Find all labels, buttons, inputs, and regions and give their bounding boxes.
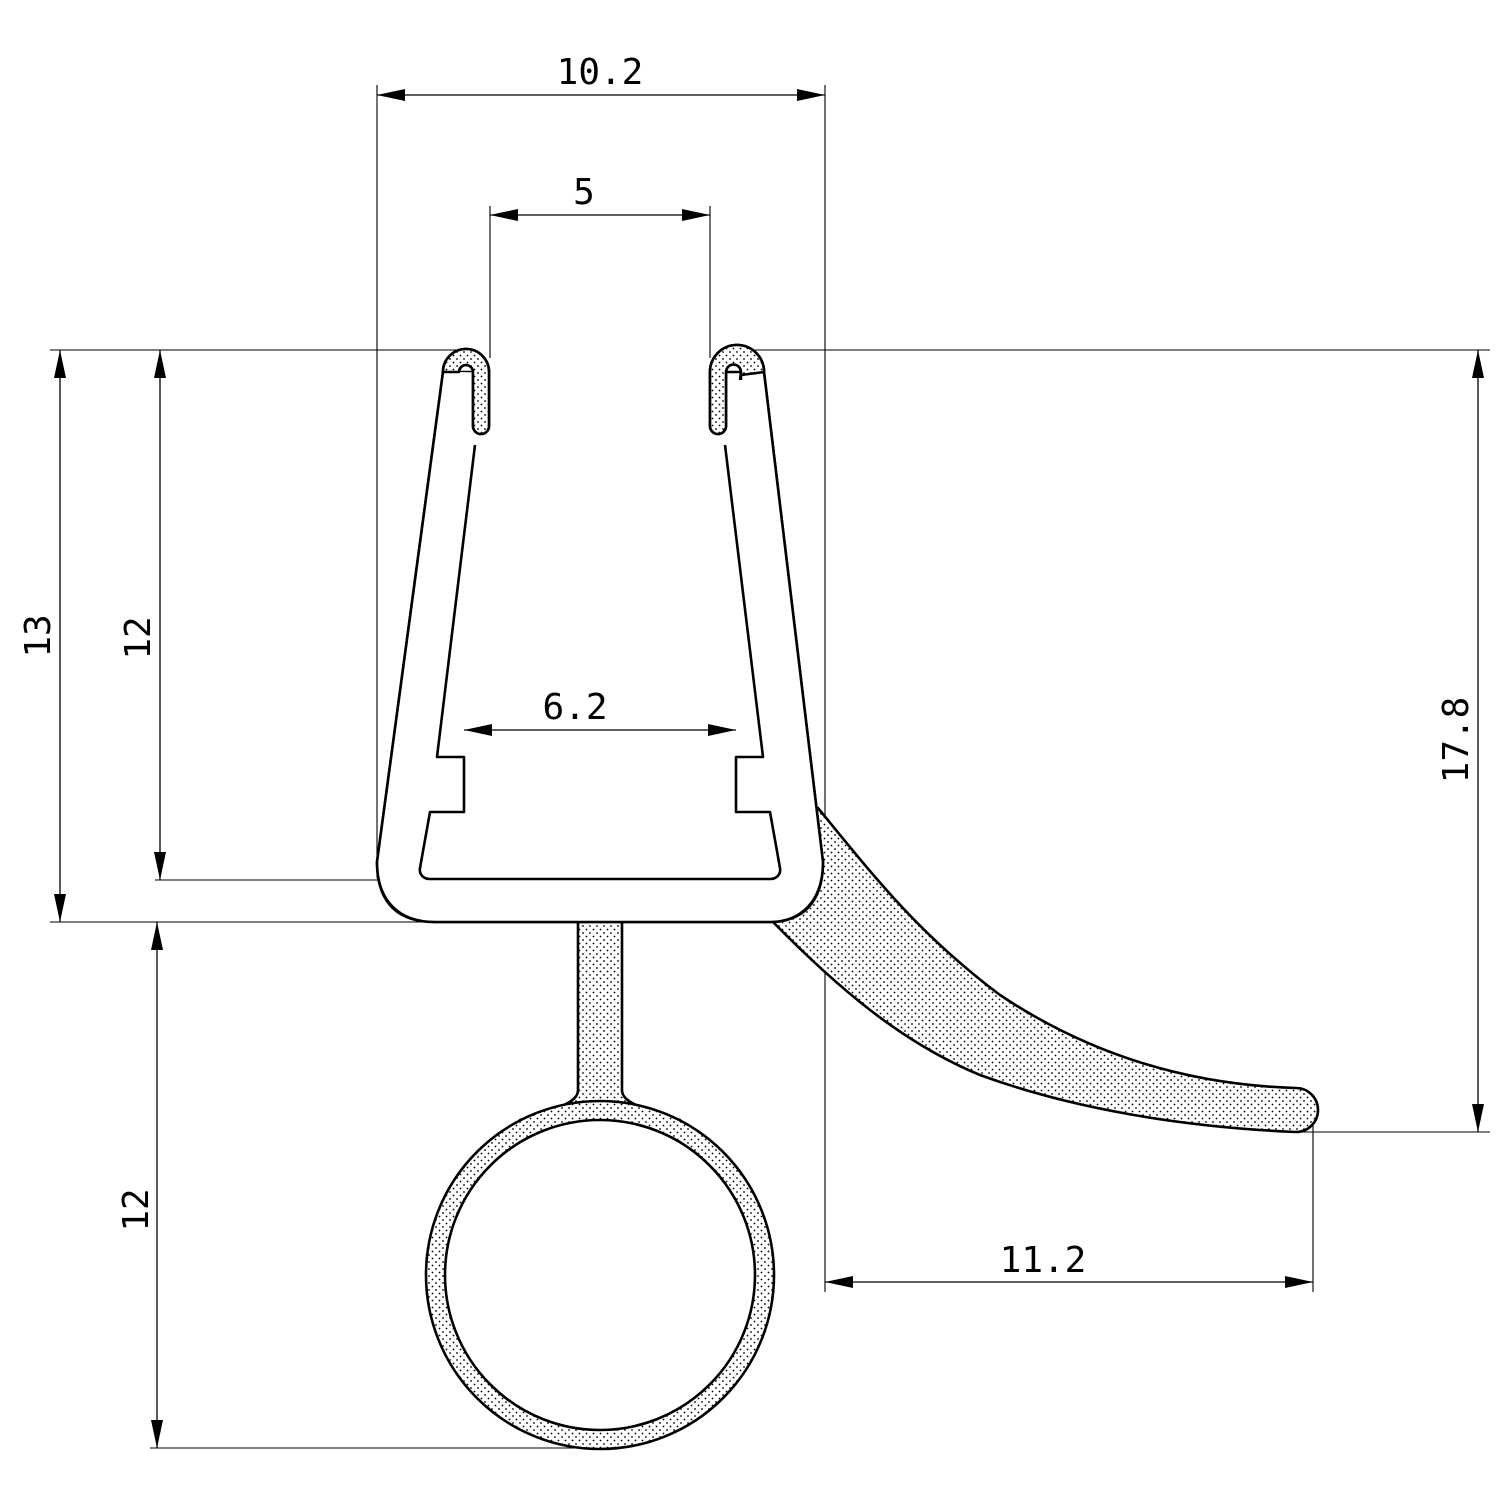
sealing-fin bbox=[771, 806, 1320, 1134]
label-outer-height: 13 bbox=[18, 614, 59, 657]
label-inner-height: 12 bbox=[118, 616, 159, 659]
label-opening-width: 5 bbox=[573, 172, 595, 213]
label-overall-width: 10.2 bbox=[557, 52, 644, 93]
arrow-step-right bbox=[708, 724, 736, 736]
arrow-fin-bottom bbox=[1472, 1104, 1484, 1132]
arrow-reach-right bbox=[1285, 1276, 1313, 1288]
lip-right bbox=[708, 343, 766, 436]
dimension-lines bbox=[54, 89, 1484, 1448]
arrow-reach-left bbox=[825, 1276, 853, 1288]
arrow-step-left bbox=[464, 724, 492, 736]
arrow-overall-left bbox=[377, 89, 405, 101]
arrow-inner-top bbox=[154, 350, 166, 378]
label-bulb-height: 12 bbox=[116, 1188, 157, 1231]
channel-cavity bbox=[418, 444, 782, 881]
label-fin-height: 17.8 bbox=[1436, 697, 1477, 784]
bulb-stem bbox=[518, 918, 682, 1122]
arrow-opening-right bbox=[682, 209, 710, 221]
dimension-labels: 10.2 5 6.2 13 12 12 17.8 11.2 bbox=[18, 52, 1477, 1281]
arrow-inner-bottom bbox=[154, 852, 166, 880]
arrow-bulb-top bbox=[151, 922, 163, 950]
arrow-outer-top bbox=[54, 350, 66, 378]
arrow-opening-left bbox=[490, 209, 518, 221]
label-fin-reach: 11.2 bbox=[1000, 1240, 1087, 1281]
arrow-overall-right bbox=[797, 89, 825, 101]
lip-left bbox=[441, 347, 491, 436]
arrow-outer-bottom bbox=[54, 894, 66, 922]
seal-profile bbox=[375, 343, 1320, 1451]
label-step-width: 6.2 bbox=[542, 687, 607, 728]
arrow-fin-top bbox=[1472, 350, 1484, 378]
bulb-inner bbox=[443, 1118, 757, 1432]
arrow-bulb-bottom bbox=[151, 1420, 163, 1448]
